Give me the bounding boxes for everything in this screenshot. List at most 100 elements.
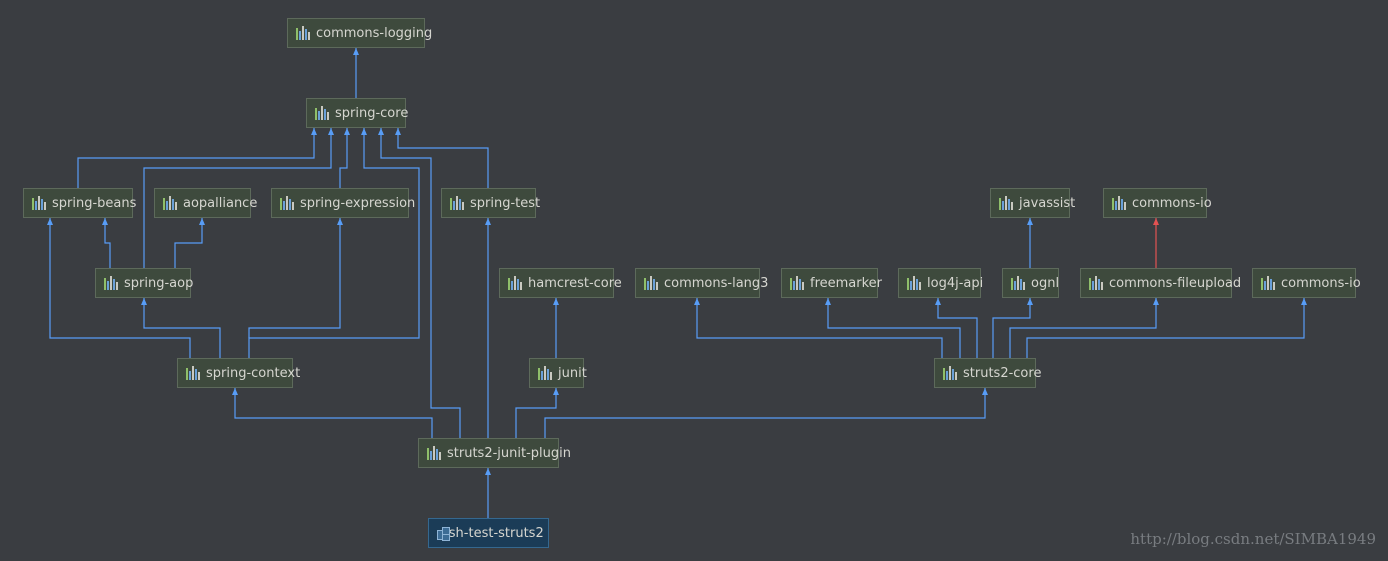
maven-library-icon: [315, 106, 330, 120]
maven-library-icon: [999, 196, 1014, 210]
maven-library-icon: [538, 366, 553, 380]
node-label: commons-lang3: [664, 275, 769, 291]
arrowhead: [378, 128, 384, 135]
arrowhead: [311, 128, 317, 135]
edge-struts2-core-ognl: [992, 298, 1031, 358]
node-label: hamcrest-core: [528, 275, 622, 291]
maven-library-icon: [644, 276, 659, 290]
arrowhead: [1027, 218, 1033, 225]
watermark: http://blog.csdn.net/SIMBA1949: [1130, 530, 1376, 548]
maven-library-icon: [32, 196, 47, 210]
arrowhead: [361, 128, 367, 135]
arrowhead: [694, 298, 700, 305]
maven-library-icon: [1089, 276, 1104, 290]
arrowhead: [1153, 298, 1159, 305]
maven-library-icon: [104, 276, 119, 290]
arrowhead: [935, 298, 941, 305]
maven-library-icon: [1261, 276, 1276, 290]
node-struts2-core[interactable]: struts2-core: [934, 358, 1041, 388]
edge-struts2-core-commons-lang3: [696, 298, 943, 358]
arrowhead: [553, 388, 559, 395]
node-commons-logging[interactable]: commons-logging: [287, 18, 432, 48]
node-label: spring-beans: [52, 195, 137, 211]
node-label: aopalliance: [183, 195, 258, 211]
node-label: commons-io: [1281, 275, 1361, 291]
arrowhead: [485, 218, 491, 225]
node-javassist[interactable]: javassist: [990, 188, 1075, 218]
edge-arrowheads: [47, 48, 1307, 475]
node-commons-io-right[interactable]: commons-io: [1252, 268, 1361, 298]
arrowhead: [344, 128, 350, 135]
node-label: spring-core: [335, 105, 409, 121]
node-spring-core[interactable]: spring-core: [306, 98, 409, 128]
maven-library-icon: [1011, 276, 1026, 290]
node-spring-expression[interactable]: spring-expression: [271, 188, 415, 218]
node-label: spring-expression: [300, 195, 416, 211]
maven-library-icon: [280, 196, 295, 210]
arrowhead: [141, 298, 147, 305]
edge-struts2-junit-plugin-struts2-core: [544, 388, 986, 438]
arrowhead: [47, 218, 53, 225]
node-hamcrest-core[interactable]: hamcrest-core: [499, 268, 622, 298]
node-spring-test[interactable]: spring-test: [441, 188, 540, 218]
maven-library-icon: [907, 276, 922, 290]
maven-library-icon: [508, 276, 523, 290]
node-label: log4j-api: [927, 275, 984, 291]
edge-struts2-core-log4j-api: [937, 298, 978, 358]
node-label: struts2-junit-plugin: [447, 445, 571, 461]
edge-struts2-core-freemarker: [827, 298, 961, 358]
arrowhead: [485, 468, 491, 475]
arrowhead: [1027, 298, 1033, 305]
arrowhead: [395, 128, 401, 135]
node-label: commons-io: [1132, 195, 1212, 211]
maven-library-icon: [296, 26, 311, 40]
edge-spring-aop-spring-core: [143, 128, 332, 268]
arrowhead: [353, 48, 359, 55]
edge-spring-beans-spring-core: [77, 128, 315, 188]
node-spring-beans[interactable]: spring-beans: [23, 188, 137, 218]
node-commons-lang3[interactable]: commons-lang3: [635, 268, 768, 298]
edge-spring-context-spring-aop: [143, 298, 221, 358]
maven-library-icon: [427, 446, 442, 460]
edge-struts2-junit-plugin-junit: [515, 388, 557, 438]
node-log4j-api[interactable]: log4j-api: [898, 268, 984, 298]
node-spring-context[interactable]: spring-context: [177, 358, 300, 388]
edge-spring-context-spring-core: [248, 128, 420, 358]
node-struts2-junit-plugin[interactable]: struts2-junit-plugin: [418, 438, 571, 468]
maven-library-icon: [186, 366, 201, 380]
node-label: struts2-core: [963, 365, 1042, 381]
node-label: javassist: [1019, 195, 1076, 211]
arrowhead: [1301, 298, 1307, 305]
arrowhead-conflict: [1153, 218, 1159, 225]
edge-spring-context-spring-expression: [248, 218, 341, 338]
edge-spring-context-spring-beans: [49, 218, 191, 358]
maven-library-icon: [1112, 196, 1127, 210]
node-label: ssh-test-struts2: [442, 525, 544, 541]
arrowhead: [102, 218, 108, 225]
node-freemarker[interactable]: freemarker: [781, 268, 882, 298]
node-label: spring-aop: [124, 275, 194, 291]
arrowhead: [553, 298, 559, 305]
node-label: spring-context: [206, 365, 301, 381]
maven-library-icon: [450, 196, 465, 210]
edge-spring-test-spring-core: [397, 128, 489, 188]
node-commons-fileupload[interactable]: commons-fileupload: [1080, 268, 1241, 298]
node-label: ognl: [1031, 275, 1060, 291]
arrowhead: [825, 298, 831, 305]
node-label: commons-logging: [316, 25, 433, 41]
node-junit[interactable]: junit: [529, 358, 587, 388]
arrowhead: [199, 218, 205, 225]
edge-struts2-core-commons-fileupload: [1009, 298, 1157, 358]
node-spring-aop[interactable]: spring-aop: [95, 268, 194, 298]
arrowhead: [232, 388, 238, 395]
edge-spring-aop-spring-beans: [104, 218, 111, 268]
node-ognl[interactable]: ognl: [1002, 268, 1059, 298]
edge-struts2-core-commons-io-right: [1026, 298, 1305, 358]
maven-library-icon: [790, 276, 805, 290]
node-commons-io-top[interactable]: commons-io: [1103, 188, 1212, 218]
node-aopalliance[interactable]: aopalliance: [154, 188, 257, 218]
arrowhead: [982, 388, 988, 395]
arrowhead: [337, 218, 343, 225]
node-ssh-test-struts2[interactable]: ssh-test-struts2: [428, 518, 549, 548]
